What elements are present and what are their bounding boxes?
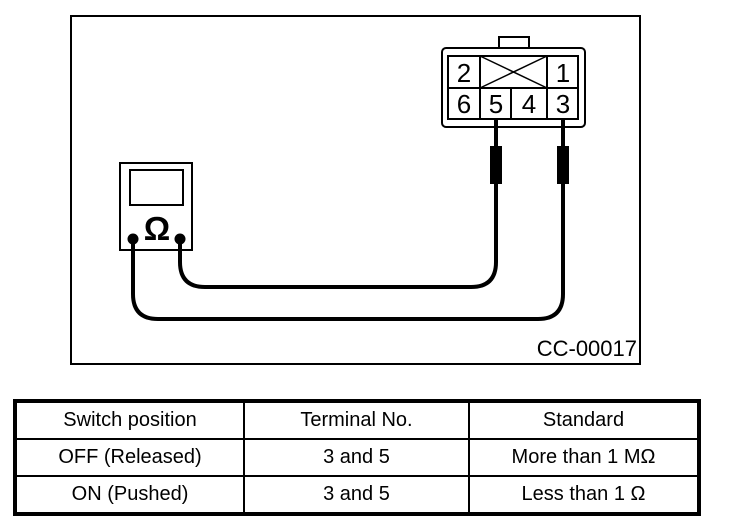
cell-terminal-no: 3 and 5 <box>243 438 470 477</box>
spec-table: Switch position Terminal No. Standard OF… <box>13 399 701 516</box>
terminal-label-2: 2 <box>457 58 471 88</box>
probe-terminal-right <box>174 233 186 245</box>
terminal-label-5: 5 <box>489 89 503 119</box>
figure-code: CC-00017 <box>537 336 637 361</box>
cell-switch-position: OFF (Released) <box>14 438 245 477</box>
multimeter-display <box>129 169 184 206</box>
table-row: OFF (Released) 3 and 5 More than 1 MΩ <box>14 438 700 477</box>
wiring-test-figure: 2 1 6 5 4 3 Ω CC-00017 <box>70 15 641 365</box>
cell-standard: More than 1 MΩ <box>468 438 700 477</box>
terminal-label-1: 1 <box>556 58 570 88</box>
lead-wire-terminal-3 <box>131 119 565 321</box>
header-switch-position: Switch position <box>14 400 245 440</box>
harness-connector: 2 1 6 5 4 3 <box>441 36 586 128</box>
table-row: ON (Pushed) 3 and 5 Less than 1 Ω <box>14 475 700 515</box>
header-standard: Standard <box>468 400 700 440</box>
cell-switch-position: ON (Pushed) <box>14 475 245 515</box>
table-header-row: Switch position Terminal No. Standard <box>14 400 700 440</box>
ohm-symbol: Ω <box>144 210 170 247</box>
cell-standard: Less than 1 Ω <box>468 475 700 515</box>
cell-terminal-no: 3 and 5 <box>243 475 470 515</box>
blocked-cavity-cross-icon <box>479 55 548 89</box>
lead-wire-terminal-5 <box>178 119 498 289</box>
header-terminal-no: Terminal No. <box>243 400 470 440</box>
probe-terminal-left <box>127 233 139 245</box>
test-leads <box>127 119 569 321</box>
terminal-label-3: 3 <box>556 89 570 119</box>
terminal-label-6: 6 <box>457 89 471 119</box>
terminal-label-4: 4 <box>522 89 536 119</box>
